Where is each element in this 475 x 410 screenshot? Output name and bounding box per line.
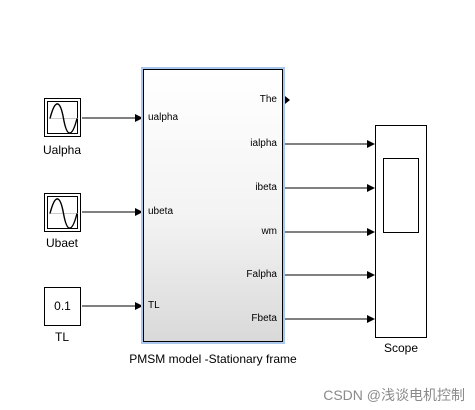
subsystem-label: PMSM model -Stationary frame xyxy=(129,352,297,366)
sine-block-ualpha[interactable] xyxy=(44,98,81,137)
output-port-ialpha: ialpha xyxy=(250,138,277,149)
scope-label: Scope xyxy=(383,341,419,355)
sine-block-frame xyxy=(47,101,78,134)
output-port-the: The xyxy=(259,94,277,105)
sine-label-ualpha: Ualpha xyxy=(42,143,82,157)
scope-screen-icon xyxy=(383,158,419,233)
watermark: CSDN @浅谈电机控制 xyxy=(323,387,465,403)
sine-label-ubaet: Ubaet xyxy=(45,236,79,250)
output-port-ibeta: ibeta xyxy=(255,182,277,193)
port-the-arrow xyxy=(285,96,290,104)
constant-block-tl[interactable]: 0.1 xyxy=(44,287,81,326)
sine-block-ubaet[interactable] xyxy=(44,193,81,232)
sine-block-frame xyxy=(47,196,78,229)
output-port-fbeta: Fbeta xyxy=(251,313,277,324)
sine-wave-icon xyxy=(49,198,78,229)
input-port-ualpha: ualpha xyxy=(148,112,179,123)
pmsm-subsystem-block[interactable]: ualpha ubeta TL The ialpha ibeta wm Falp… xyxy=(143,69,283,342)
input-port-tl: TL xyxy=(148,300,160,311)
sine-wave-icon xyxy=(49,103,78,134)
scope-block[interactable] xyxy=(375,125,427,338)
input-port-ubeta: ubeta xyxy=(148,206,174,217)
constant-value: 0.1 xyxy=(54,299,71,313)
output-port-falpha: Falpha xyxy=(246,269,277,280)
constant-label-tl: TL xyxy=(54,330,69,344)
output-port-wm: wm xyxy=(261,226,277,237)
